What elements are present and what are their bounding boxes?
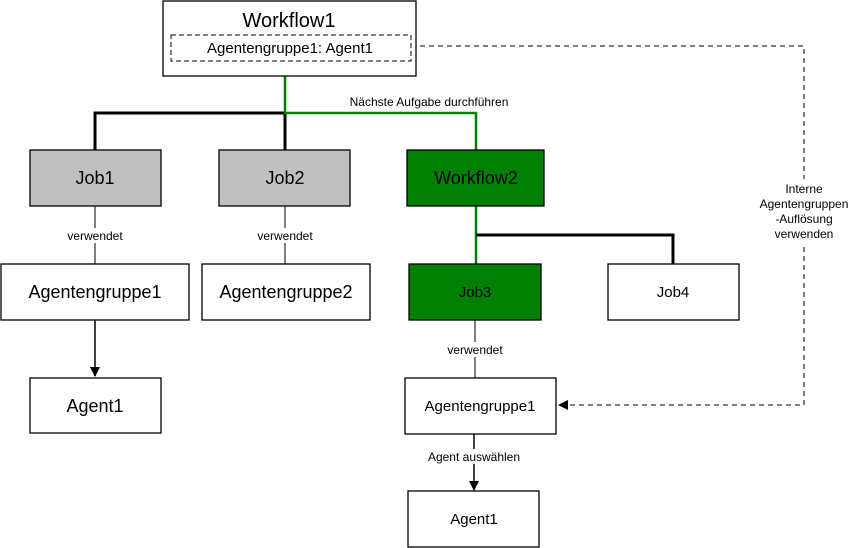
node-job2-label: Job2: [265, 168, 304, 188]
node-workflow1: Workflow1 Agentengruppe1: Agent1: [162, 0, 417, 77]
label-next-task: Nächste Aufgabe durchführen: [350, 95, 509, 109]
node-agentengruppe1-right: Agentengruppe1: [404, 377, 557, 435]
node-agent1-right-label: Agent1: [450, 511, 498, 528]
node-agentengruppe1-left: Agentengruppe1: [0, 263, 190, 321]
label-internal-line3: -Auflösung: [775, 212, 832, 226]
label-internal-line2: Agentengruppen: [760, 197, 849, 211]
node-job1-label: Job1: [75, 168, 114, 188]
node-agentengruppe1-left-label: Agentengruppe1: [28, 282, 161, 302]
node-agentengruppe2-label: Agentengruppe2: [219, 282, 352, 302]
label-internal-line4: verwenden: [775, 227, 834, 241]
connector-workflow1-job1-job2: [93, 111, 287, 150]
label-select-agent: Agent auswählen: [428, 450, 520, 464]
node-agent1-left: Agent1: [29, 377, 162, 434]
node-job1: Job1: [29, 149, 162, 207]
label-uses-job3: verwendet: [447, 343, 503, 357]
node-agentengruppe2: Agentengruppe2: [201, 263, 371, 321]
label-internal-line1: Interne: [785, 182, 823, 196]
node-workflow2: Workflow2: [406, 149, 545, 207]
label-uses-job1: verwendet: [67, 229, 123, 243]
node-workflow1-inner-box: [170, 34, 412, 62]
node-agent1-right: Agent1: [407, 490, 540, 548]
node-job4-label: Job4: [657, 284, 690, 301]
connector-workflow2-job4: [476, 233, 675, 264]
node-agent1-left-label: Agent1: [66, 396, 123, 416]
node-job3: Job3: [408, 263, 542, 321]
label-uses-job2: verwendet: [257, 229, 313, 243]
node-agentengruppe1-right-label: Agentengruppe1: [425, 398, 536, 415]
node-workflow1-inner-label: Agentengruppe1: Agent1: [207, 40, 373, 57]
node-job2: Job2: [218, 149, 351, 207]
node-job3-label: Job3: [459, 284, 492, 301]
node-job4: Job4: [607, 263, 740, 321]
node-workflow1-title: Workflow1: [243, 10, 336, 32]
connector-workflow1-workflow2: [283, 76, 478, 150]
node-workflow2-label: Workflow2: [434, 168, 518, 188]
dashed-internal-resolution: [411, 45, 805, 410]
